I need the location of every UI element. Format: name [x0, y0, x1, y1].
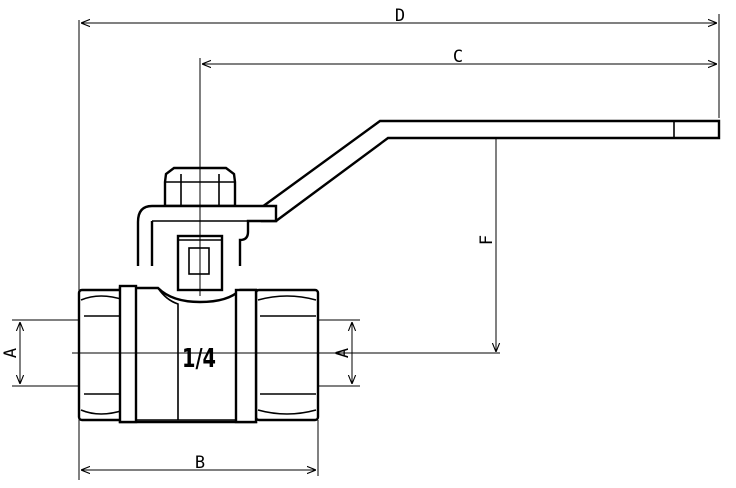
right-end-fitting	[234, 288, 320, 424]
dimension-c: C	[199, 47, 717, 290]
lever-handle	[260, 119, 721, 223]
center-lines	[72, 64, 378, 354]
dimension-d-label: D	[395, 6, 405, 26]
dimension-f-label: F	[477, 235, 497, 245]
dimension-b: B	[81, 420, 319, 476]
size-marking: 1/4	[182, 344, 216, 374]
dimension-b-label: B	[195, 453, 205, 473]
dimension-a-left-label: A	[1, 348, 21, 358]
dimension-f: F	[378, 122, 500, 354]
dimension-c-label: C	[453, 47, 463, 67]
left-end-fitting	[77, 284, 138, 424]
